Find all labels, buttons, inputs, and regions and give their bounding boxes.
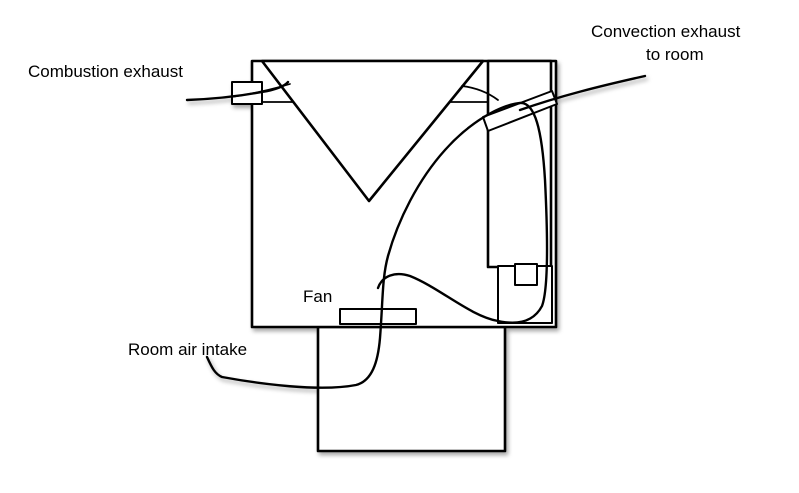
combustion-exhaust-line-inner [231,83,291,98]
label-fan: Fan [303,287,332,306]
convection-return-line [461,85,499,101]
convection-exhaust-line [518,74,647,112]
compartment-inner-box [514,263,538,286]
label-convection-exhaust-line2: to room [646,45,704,64]
label-combustion-exhaust: Combustion exhaust [28,62,183,81]
fan-plate [339,308,417,325]
room-air-intake-line [205,101,549,389]
heat-exchanger-triangle [260,59,485,203]
base-box [316,325,507,453]
convection-duct [486,59,553,269]
label-room-air-intake: Room air intake [128,340,247,359]
label-convection-exhaust-line1: Convection exhaust [591,22,741,41]
